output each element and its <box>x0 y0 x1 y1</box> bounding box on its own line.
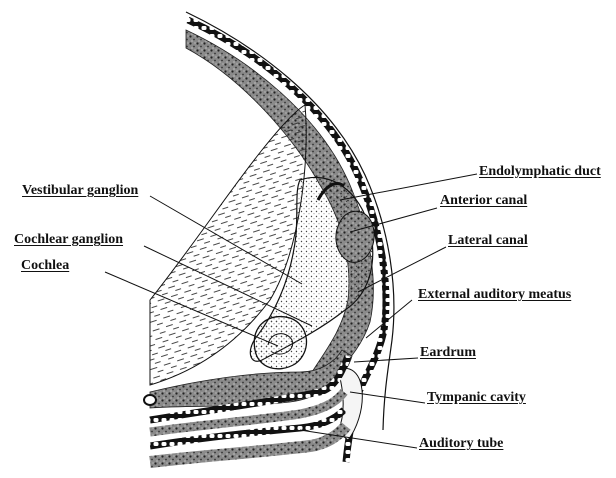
cochlea-shape <box>254 317 306 369</box>
label-cochlea: Cochlea <box>21 258 69 274</box>
label-endolymphatic-duct: Endolymphatic duct <box>479 164 601 180</box>
label-external-auditory-meatus: External auditory meatus <box>418 287 571 303</box>
label-lateral-canal: Lateral canal <box>448 233 528 249</box>
label-eardrum: Eardrum <box>420 345 476 361</box>
label-cochlear-ganglion: Cochlear ganglion <box>14 232 123 248</box>
label-anterior-canal: Anterior canal <box>440 193 527 209</box>
label-auditory-tube: Auditory tube <box>419 436 503 452</box>
label-tympanic-cavity: Tympanic cavity <box>427 390 526 406</box>
vessel-circle <box>144 395 156 405</box>
leader-eardrum <box>354 358 418 362</box>
anterior-canal-shape <box>336 211 374 262</box>
label-vestibular-ganglion: Vestibular ganglion <box>22 183 138 199</box>
